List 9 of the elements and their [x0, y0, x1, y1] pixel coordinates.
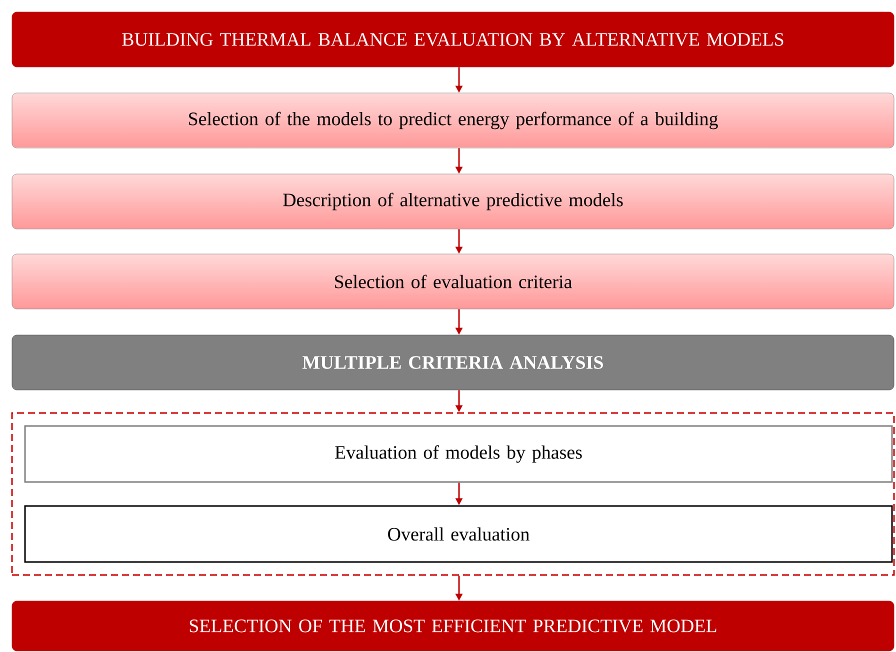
process-box: Selection of evaluation criteria: [12, 254, 894, 310]
process-box: Overall evaluation: [24, 505, 893, 563]
title-box: BUILDING THERMAL BALANCE EVALUATION BY ALTERNATIVE MODELS: [12, 12, 894, 68]
title-box: SELECTION OF THE MOST EFFICIENT PREDICTIVE MODEL: [12, 600, 894, 652]
process-box: Selection of the models to predict energy performance of a building: [12, 92, 894, 148]
group-frame: [11, 412, 895, 576]
analysis-box: MULTIPLE CRITERIA ANALYSIS: [12, 334, 894, 390]
process-box: Description of alternative predictive models: [12, 174, 894, 230]
process-box: Evaluation of models by phases: [24, 425, 893, 483]
